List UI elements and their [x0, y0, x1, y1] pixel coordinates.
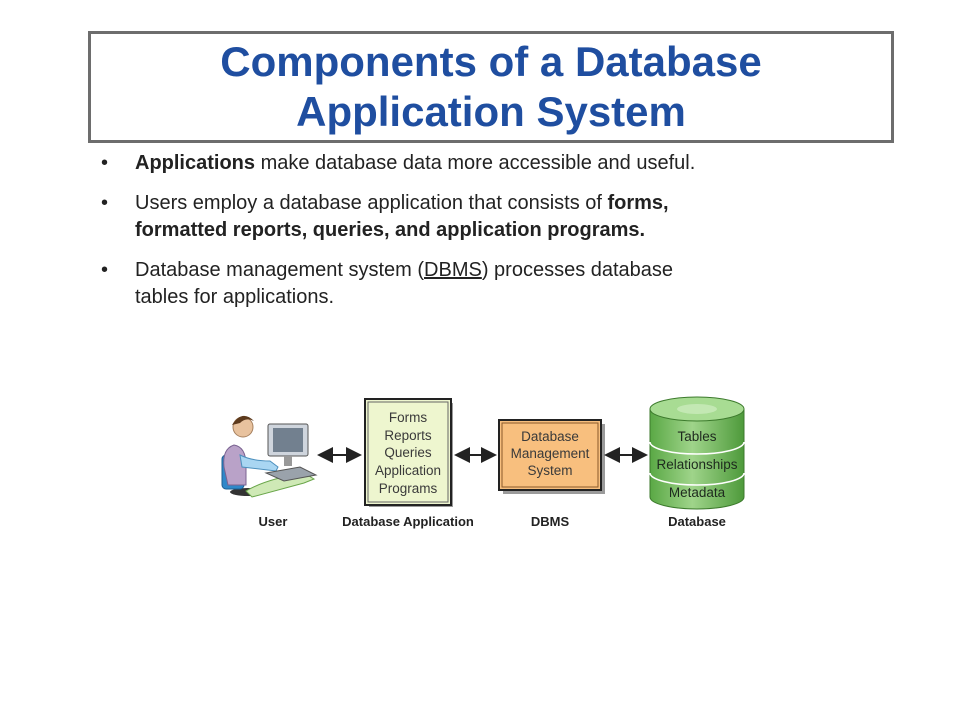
- app-item: Reports: [384, 428, 432, 443]
- database-item: Tables: [677, 429, 716, 444]
- dbms-item: Management: [511, 446, 590, 461]
- bullet-text: make database data more accessible and u…: [255, 152, 696, 174]
- caption-user: User: [259, 514, 288, 529]
- dbms-item: Database: [521, 429, 579, 444]
- bullet-applications: • Applications make database data more a…: [100, 150, 890, 177]
- database-item: Relationships: [656, 457, 737, 472]
- bullet-dot: •: [101, 192, 109, 214]
- slide-title-line-1: Components of a Database: [220, 38, 762, 85]
- bullet-dbms: • Database management system (DBMS) proc…: [100, 257, 890, 311]
- bullet-text: Users employ a database application that…: [135, 192, 608, 214]
- dbms-abbreviation: DBMS: [424, 259, 482, 281]
- caption-dbms: DBMS: [531, 514, 570, 529]
- bullet-text: ) processes database: [481, 259, 674, 281]
- bullet-text: Database management system (: [135, 259, 425, 281]
- bullet-list: • Applications make database data more a…: [100, 150, 890, 311]
- title-box: Components of a Database Application Sys…: [88, 31, 894, 143]
- system-diagram-svg: Forms Reports Queries Application Progra…: [221, 396, 745, 529]
- caption-database: Database: [668, 514, 726, 529]
- dbms-box: Database Management System: [498, 419, 605, 494]
- bullet-text: tables for applications.: [135, 286, 335, 308]
- bullet-bold-term: forms,: [607, 192, 669, 214]
- app-item: Programs: [379, 481, 438, 496]
- database-item: Metadata: [669, 485, 726, 500]
- application-box: Forms Reports Queries Application Progra…: [364, 398, 453, 507]
- caption-database-application: Database Application: [342, 514, 474, 529]
- bullet-dot: •: [101, 259, 109, 281]
- user-computer-icon: [221, 415, 318, 498]
- bullet-bold-term: Applications: [135, 152, 256, 174]
- dbms-item: System: [527, 463, 572, 478]
- app-item: Application: [375, 463, 441, 478]
- bullet-bold-term: formatted reports, queries, and applicat…: [135, 219, 646, 241]
- database-cylinder-icon: Tables Relationships Metadata: [649, 396, 745, 510]
- bullet-dot: •: [101, 152, 109, 174]
- app-item: Queries: [384, 445, 432, 460]
- bullet-users: • Users employ a database application th…: [100, 190, 890, 244]
- app-item: Forms: [389, 410, 427, 425]
- slide-title-line-2: Application System: [296, 88, 686, 135]
- system-diagram: Forms Reports Queries Application Progra…: [210, 395, 770, 545]
